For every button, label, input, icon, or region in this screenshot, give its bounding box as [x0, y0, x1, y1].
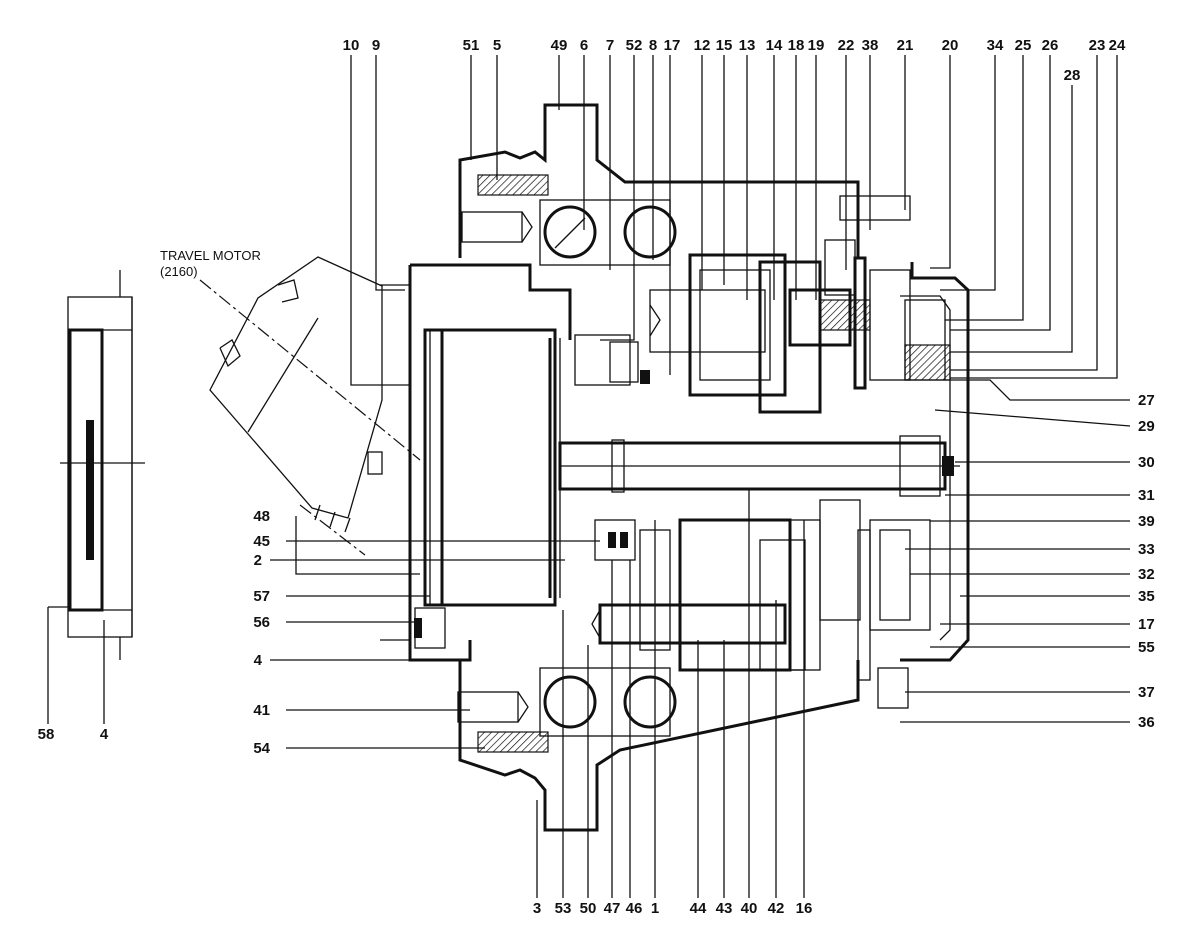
callout-top: 19 — [808, 37, 825, 54]
callout-bottom: 3 — [533, 900, 541, 917]
callout-top: 51 — [463, 37, 480, 54]
callout-top: 17 — [664, 37, 681, 54]
right-callouts: 27 29 30 31 39 33 32 35 17 55 37 36 — [1138, 392, 1155, 731]
callout-top: 22 — [838, 37, 855, 54]
callout-top: 49 — [551, 37, 568, 54]
left-callouts: 48 45 2 57 56 4 41 54 — [253, 508, 270, 757]
callout-top: 5 — [493, 37, 501, 54]
main-cross-section — [367, 103, 970, 832]
callout-right: 39 — [1138, 513, 1155, 530]
callout-top: 12 — [694, 37, 711, 54]
callout-bottom: 47 — [604, 900, 621, 917]
callout-top: 38 — [862, 37, 879, 54]
callout-right: 30 — [1138, 454, 1155, 471]
callout-bottom: 40 — [741, 900, 758, 917]
callout-right: 17 — [1138, 616, 1155, 633]
callout-right: 27 — [1138, 392, 1155, 409]
callout-left: 54 — [253, 740, 270, 757]
callout-left: 4 — [254, 652, 263, 669]
callout-top: 9 — [372, 37, 380, 54]
motor-caption-line-1: TRAVEL MOTOR — [160, 248, 261, 263]
motor-caption-line-2: (2160) — [160, 264, 198, 279]
callout-top: 18 — [788, 37, 805, 54]
callout-right: 37 — [1138, 684, 1155, 701]
callout-top: 21 — [897, 37, 914, 54]
callout-top: 6 — [580, 37, 588, 54]
callout-left: 2 — [254, 552, 262, 569]
callout-top: 10 — [343, 37, 360, 54]
callout-left: 48 — [253, 508, 270, 525]
callout-side-view: 4 — [100, 726, 109, 743]
callout-top: 7 — [606, 37, 614, 54]
callout-bottom: 46 — [626, 900, 643, 917]
callout-top: 15 — [716, 37, 733, 54]
callout-bottom: 44 — [690, 900, 707, 917]
callout-right: 32 — [1138, 566, 1155, 583]
callout-left: 56 — [253, 614, 270, 631]
callout-right: 35 — [1138, 588, 1155, 605]
side-view-callouts: 58 4 — [38, 726, 109, 743]
callout-right: 31 — [1138, 487, 1155, 504]
callout-top: 52 — [626, 37, 643, 54]
callout-bottom: 42 — [768, 900, 785, 917]
callout-bottom: 53 — [555, 900, 572, 917]
callout-bottom: 16 — [796, 900, 813, 917]
callout-top: 20 — [942, 37, 959, 54]
callout-bottom: 1 — [651, 900, 659, 917]
callout-right: 29 — [1138, 418, 1155, 435]
callout-side-view: 58 — [38, 726, 55, 743]
callout-top: 14 — [766, 37, 783, 54]
callout-right: 33 — [1138, 541, 1155, 558]
callout-top: 28 — [1064, 67, 1081, 84]
callout-bottom: 50 — [580, 900, 597, 917]
side-view — [47, 270, 145, 724]
callout-top: 24 — [1109, 37, 1126, 54]
callout-top: 34 — [987, 37, 1004, 54]
top-callouts: 10 9 51 5 49 6 7 52 8 17 12 15 13 14 18 … — [343, 37, 1126, 84]
callout-top: 23 — [1089, 37, 1106, 54]
callout-top: 8 — [649, 37, 657, 54]
travel-motor-outline — [199, 256, 421, 556]
callout-bottom: 43 — [716, 900, 733, 917]
bottom-callouts: 3 53 50 47 46 1 44 43 40 42 16 — [533, 900, 813, 917]
callout-top: 13 — [739, 37, 756, 54]
callout-right: 55 — [1138, 639, 1155, 656]
callout-top: 25 — [1015, 37, 1032, 54]
callout-left: 57 — [253, 588, 270, 605]
leader-lines — [270, 55, 1131, 898]
callout-left: 45 — [253, 533, 270, 550]
callout-left: 41 — [253, 702, 270, 719]
callout-top: 26 — [1042, 37, 1059, 54]
callout-right: 36 — [1138, 714, 1155, 731]
